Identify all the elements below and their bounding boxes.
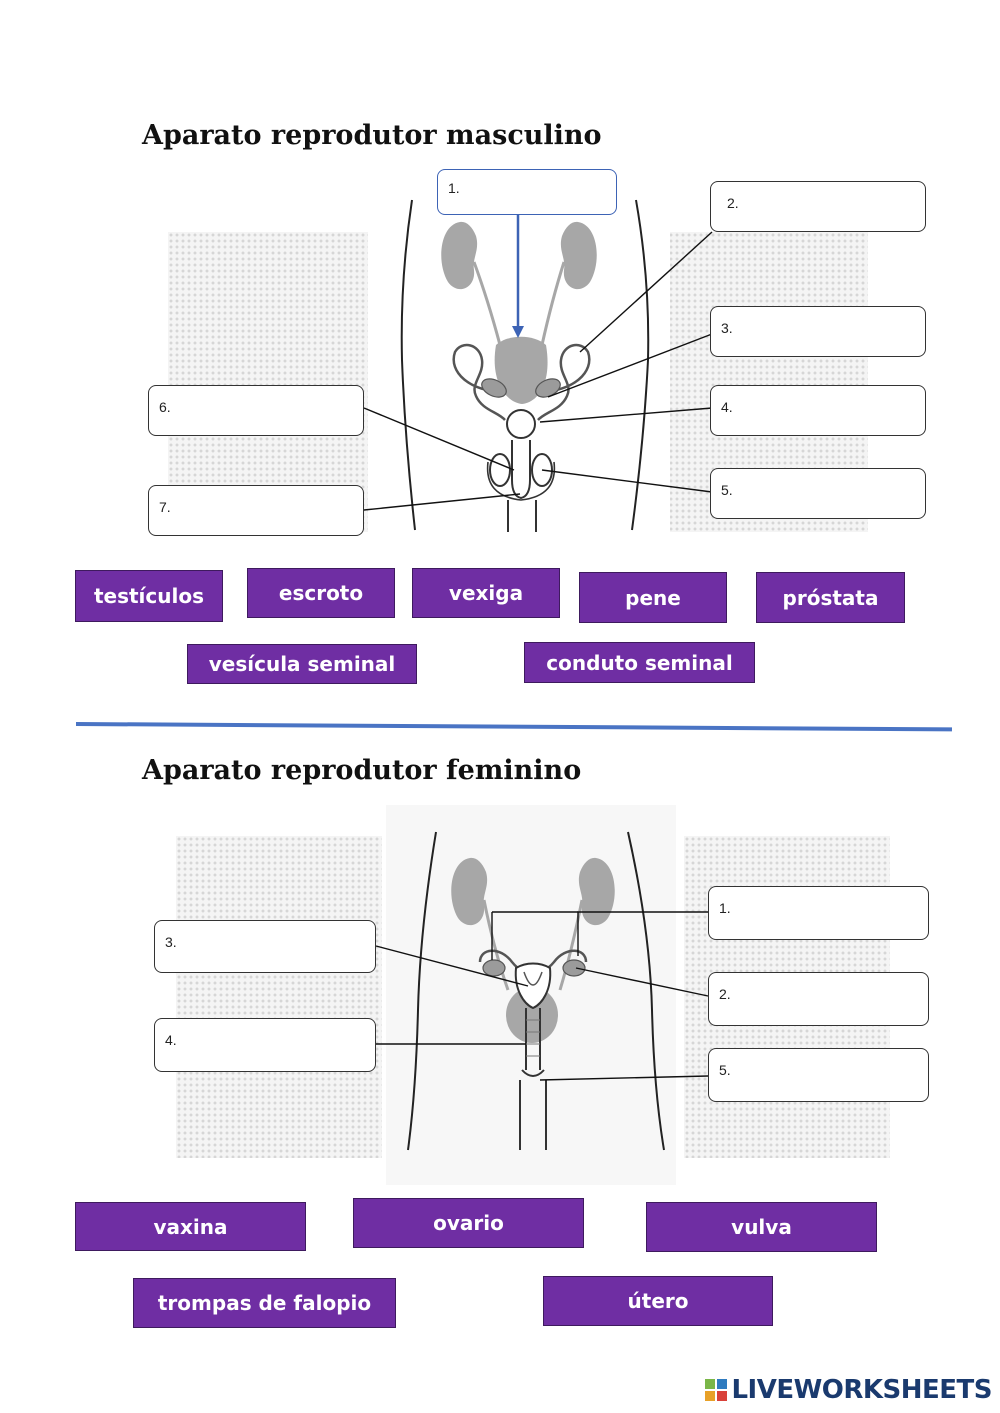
male-label-box-2[interactable]: 2. — [710, 181, 926, 232]
word-chip-vulva[interactable]: vulva — [646, 1202, 877, 1252]
male-title: Aparato reprodutor masculino — [142, 120, 602, 151]
brand-text: LIVEWORKSHEETS — [731, 1375, 992, 1405]
word-chip-ovario[interactable]: ovario — [353, 1198, 584, 1248]
male-label-box-1[interactable]: 1. — [437, 169, 617, 215]
male-label-number: 4. — [721, 399, 733, 415]
female-label-number: 5. — [719, 1062, 731, 1078]
female-body-outline-right — [627, 831, 665, 1151]
male-bladder — [494, 336, 548, 404]
male-label-number: 2. — [727, 195, 739, 211]
male-body-outline-right — [631, 199, 650, 531]
word-chip-conduto-seminal[interactable]: conduto seminal — [524, 642, 755, 683]
liveworksheets-brand: LIVEWORKSHEETS — [705, 1375, 992, 1405]
word-chip-vesicula-seminal[interactable]: vesícula seminal — [187, 644, 417, 684]
male-pattern-left — [168, 232, 368, 532]
male-label-number: 5. — [721, 482, 733, 498]
male-label-box-6[interactable]: 6. — [148, 385, 364, 436]
male-label-box-5[interactable]: 5. — [710, 468, 926, 519]
word-chip-vaxina[interactable]: vaxina — [75, 1202, 306, 1251]
male-label-box-3[interactable]: 3. — [710, 306, 926, 357]
word-chip-prostata[interactable]: próstata — [756, 572, 905, 623]
female-kidney-right — [578, 857, 615, 926]
female-label-box-5[interactable]: 5. — [708, 1048, 929, 1102]
male-label-number: 1. — [448, 180, 460, 196]
male-label-box-7[interactable]: 7. — [148, 485, 364, 536]
word-chip-pene[interactable]: pene — [579, 572, 727, 623]
female-title: Aparato reprodutor feminino — [142, 755, 582, 786]
female-body-outline-left — [407, 831, 437, 1151]
female-ovary-right — [562, 959, 586, 977]
male-scrotum — [486, 461, 556, 501]
female-label-number: 1. — [719, 900, 731, 916]
female-vagina — [525, 1008, 541, 1070]
female-bladder — [506, 987, 558, 1043]
male-body-outline-left — [400, 199, 416, 531]
male-kidney-left — [441, 221, 478, 290]
female-label-number: 3. — [165, 934, 177, 950]
female-label-box-3[interactable]: 3. — [154, 920, 376, 973]
male-prostate — [506, 409, 536, 439]
female-vulva — [521, 1069, 545, 1077]
male-kidney-right — [560, 221, 597, 290]
female-label-number: 4. — [165, 1032, 177, 1048]
word-chip-trompas-de-falopio[interactable]: trompas de falopio — [133, 1278, 396, 1328]
male-seminal-vesicle-left — [481, 378, 507, 398]
female-ovary-left — [482, 959, 506, 977]
word-chip-testiculos[interactable]: testículos — [75, 570, 223, 622]
word-chip-vexiga[interactable]: vexiga — [412, 568, 560, 618]
male-label-box-4[interactable]: 4. — [710, 385, 926, 436]
liveworksheets-logo-icon — [705, 1379, 728, 1401]
female-kidney-left — [451, 857, 488, 926]
female-label-box-2[interactable]: 2. — [708, 972, 929, 1026]
word-chip-escroto[interactable]: escroto — [247, 568, 395, 618]
male-label-number: 6. — [159, 399, 171, 415]
male-label-number: 3. — [721, 320, 733, 336]
female-label-number: 2. — [719, 986, 731, 1002]
word-chip-utero[interactable]: útero — [543, 1276, 773, 1326]
male-label-number: 7. — [159, 499, 171, 515]
male-penis — [511, 440, 531, 500]
female-pattern-left — [176, 836, 382, 1158]
female-label-box-4[interactable]: 4. — [154, 1018, 376, 1072]
male-arrow-head — [512, 326, 524, 338]
female-label-box-1[interactable]: 1. — [708, 886, 929, 940]
